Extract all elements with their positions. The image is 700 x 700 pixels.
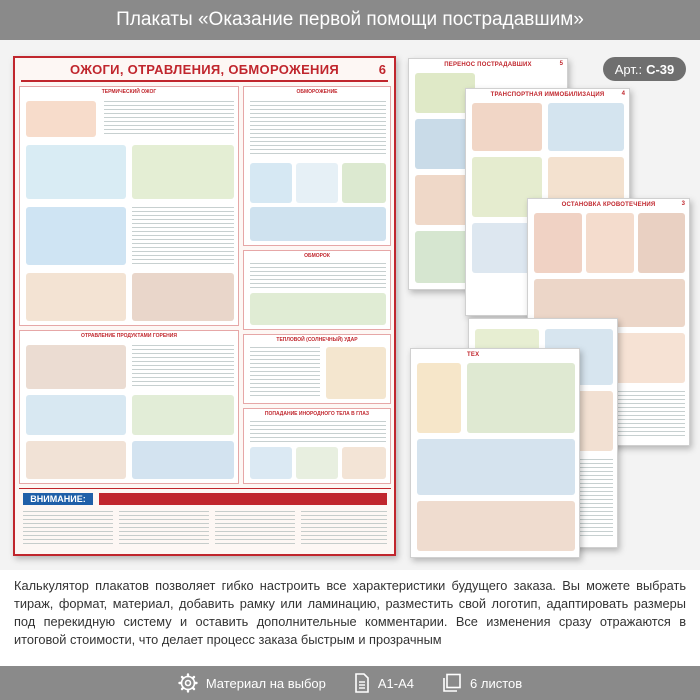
illustration (417, 501, 575, 551)
poster-title: ТЕХ (467, 352, 480, 358)
header-bar: Плакаты «Оказание первой помощи пострада… (0, 0, 700, 40)
section-heat-stroke: ТЕПЛОВОЙ (СОЛНЕЧНЫЙ) УДАР (243, 334, 391, 404)
feature-material: Материал на выбор (178, 673, 326, 693)
illustration (326, 347, 386, 399)
section-fainting: ОБМОРОК (243, 250, 391, 330)
product-image: ПЕРЕНОС ПОСТРАДАВШИХ 5 ТРАНСПОРТНАЯ ИММО… (0, 40, 700, 570)
text-block (301, 511, 387, 545)
text-block (215, 511, 295, 545)
illustration (26, 273, 126, 321)
illustration (132, 145, 234, 199)
text-block (104, 101, 234, 137)
text-block (250, 101, 386, 157)
illustration (638, 213, 685, 273)
text-block (250, 421, 386, 443)
divider (21, 80, 388, 82)
text-block (132, 207, 234, 265)
poster-burns-poisoning: ОЖОГИ, ОТРАВЛЕНИЯ, ОБМОРОЖЕНИЯ 6 ТЕРМИЧЕ… (13, 56, 396, 556)
page-title: Плакаты «Оказание первой помощи пострада… (116, 9, 584, 30)
illustration (26, 395, 126, 435)
attention-block: ВНИМАНИЕ: (19, 488, 391, 550)
illustration (342, 447, 386, 479)
product-description: Калькулятор плакатов позволяет гибко нас… (14, 578, 686, 647)
illustration (132, 273, 234, 321)
text-block (250, 347, 320, 399)
article-code: С-39 (646, 61, 675, 77)
poster-title: ПЕРЕНОС ПОСТРАДАВШИХ (444, 62, 532, 68)
article-label: Арт.: (614, 61, 643, 77)
poster-number: 3 (681, 201, 685, 207)
poster-title: ОСТАНОВКА КРОВОТЕЧЕНИЯ (561, 202, 656, 208)
illustration (417, 363, 461, 433)
text-block (119, 511, 209, 545)
feature-material-label: Материал на выбор (205, 675, 326, 691)
section-frostbite: ОБМОРОЖЕНИЕ (243, 86, 391, 246)
feature-sheets-label: 6 листов (470, 675, 523, 691)
text-block (23, 511, 113, 545)
section-title: ОТРАВЛЕНИЕ ПРОДУКТАМИ ГОРЕНИЯ (81, 333, 177, 339)
section-title: ОБМОРОК (304, 253, 330, 259)
article-badge: Арт.: С-39 (603, 57, 686, 81)
poster-technical: ТЕХ (410, 348, 580, 558)
section-title: ТЕПЛОВОЙ (СОЛНЕЧНЫЙ) УДАР (276, 337, 358, 343)
illustration (132, 395, 234, 435)
illustration (586, 213, 634, 273)
illustration (26, 101, 96, 137)
sheets-icon (443, 673, 461, 692)
illustration (417, 439, 575, 495)
feature-format: А1-А4 (354, 673, 414, 693)
footer-bar: Материал на выбор А1-А4 6 листов (0, 666, 700, 700)
warning-banner (99, 493, 387, 505)
illustration (250, 207, 386, 241)
illustration (467, 363, 575, 433)
illustration (548, 103, 624, 151)
text-block (132, 345, 234, 389)
illustration (26, 345, 126, 389)
section-title: ПОПАДАНИЕ ИНОРОДНОГО ТЕЛА В ГЛАЗ (264, 411, 370, 417)
illustration (472, 103, 542, 151)
illustration (250, 163, 292, 203)
illustration (26, 207, 126, 265)
document-icon (355, 673, 369, 693)
illustration (250, 447, 292, 479)
poster-title: ТРАНСПОРТНАЯ ИММОБИЛИЗАЦИЯ (490, 92, 605, 98)
section-thermal-burn: ТЕРМИЧЕСКИЙ ОЖОГ (19, 86, 239, 326)
illustration (26, 145, 126, 199)
illustration (534, 213, 582, 273)
section-foreign-body-eye: ПОПАДАНИЕ ИНОРОДНОГО ТЕЛА В ГЛАЗ (243, 408, 391, 484)
poster-main-number: 6 (378, 62, 386, 77)
feature-sheets: 6 листов (442, 673, 522, 693)
illustration (250, 293, 386, 325)
section-combustion-poisoning: ОТРАВЛЕНИЕ ПРОДУКТАМИ ГОРЕНИЯ (19, 330, 239, 484)
section-title: ОБМОРОЖЕНИЕ (296, 89, 338, 95)
poster-number: 5 (559, 61, 563, 67)
gear-icon (178, 673, 198, 693)
feature-format-label: А1-А4 (377, 675, 415, 691)
illustration (342, 163, 386, 203)
illustration (132, 441, 234, 479)
illustration (26, 441, 126, 479)
illustration (296, 447, 338, 479)
illustration (296, 163, 338, 203)
attention-label: ВНИМАНИЕ: (23, 493, 93, 505)
section-title: ТЕРМИЧЕСКИЙ ОЖОГ (101, 89, 157, 95)
poster-main-title: ОЖОГИ, ОТРАВЛЕНИЯ, ОБМОРОЖЕНИЯ (69, 62, 340, 77)
text-block (250, 263, 386, 289)
poster-number: 4 (621, 91, 625, 97)
